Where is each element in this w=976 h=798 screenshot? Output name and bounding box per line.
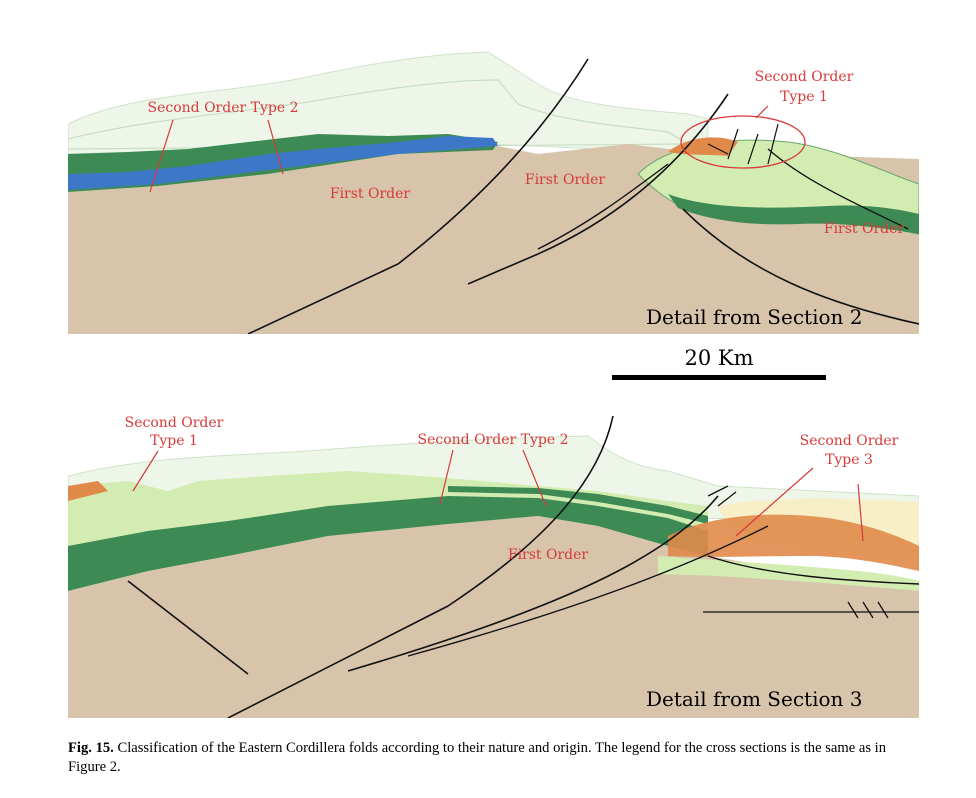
label-second-order-type1-line1: Second Order	[755, 69, 854, 85]
right-fold-dark-band	[668, 194, 919, 234]
leader-line	[522, 449, 547, 507]
dark-green-layer	[68, 496, 708, 591]
label-first-order-left: First Order	[330, 186, 411, 202]
section-3-panel: Second Order Type 1 Second Order Type 2 …	[68, 406, 919, 718]
caption-label: Fig. 15.	[68, 740, 114, 756]
leader-line	[149, 119, 174, 193]
caption-text: Classification of the Eastern Cordillera…	[68, 740, 886, 775]
fault-line	[347, 495, 719, 672]
leader-line	[735, 467, 814, 537]
fault-line	[247, 58, 589, 334]
fault-line	[467, 93, 729, 285]
leader-line	[132, 450, 159, 492]
eroded-layers	[68, 51, 709, 155]
dark-green-layer-upper	[448, 486, 708, 524]
leader-line	[267, 119, 284, 175]
figure-caption: Fig. 15. Classification of the Eastern C…	[68, 739, 918, 777]
label-second-order-type1-line2: Type 1	[150, 433, 198, 449]
section-2-panel: Second Order Type 2 First Order First Or…	[68, 24, 919, 334]
label-second-order-type3-line2: Type 3	[825, 452, 873, 468]
fault-line	[707, 555, 919, 585]
label-second-order-type2: Second Order Type 2	[418, 432, 569, 448]
eroded-layers-inner	[68, 79, 691, 150]
label-first-order-right: First Order	[824, 221, 905, 237]
panel-title: Detail from Section 3	[646, 687, 862, 711]
fault-line	[767, 148, 909, 230]
fault-line	[707, 123, 779, 165]
fault-line	[407, 525, 769, 657]
leader-line	[755, 105, 769, 119]
fault-line	[227, 415, 614, 718]
section-3-cross-section: Second Order Type 1 Second Order Type 2 …	[68, 415, 919, 718]
scale-bar	[612, 375, 826, 380]
fault-line	[537, 163, 669, 250]
fault-line	[127, 580, 249, 675]
blue-layer	[68, 136, 498, 190]
type3-fold-orange-bands	[668, 514, 919, 571]
label-second-order-type1-line2: Type 1	[780, 89, 828, 105]
label-second-order-type2: Second Order Type 2	[148, 100, 299, 116]
leader-line	[857, 483, 864, 542]
label-second-order-type3-line1: Second Order	[800, 433, 899, 449]
type1-highlight-ellipse	[680, 115, 806, 169]
fault-line	[703, 601, 919, 619]
orange-layer-left	[68, 481, 108, 501]
label-second-order-type1-line1: Second Order	[125, 415, 224, 431]
label-first-order-mid: First Order	[525, 172, 606, 188]
label-first-order: First Order	[508, 547, 589, 563]
section-2-cross-section: Second Order Type 2 First Order First Or…	[68, 51, 919, 334]
fault-line	[707, 485, 737, 507]
leader-line	[439, 449, 454, 505]
fault-line	[682, 208, 919, 325]
scale-bar-label: 20 Km	[684, 346, 754, 370]
panel-title: Detail from Section 2	[646, 305, 862, 329]
